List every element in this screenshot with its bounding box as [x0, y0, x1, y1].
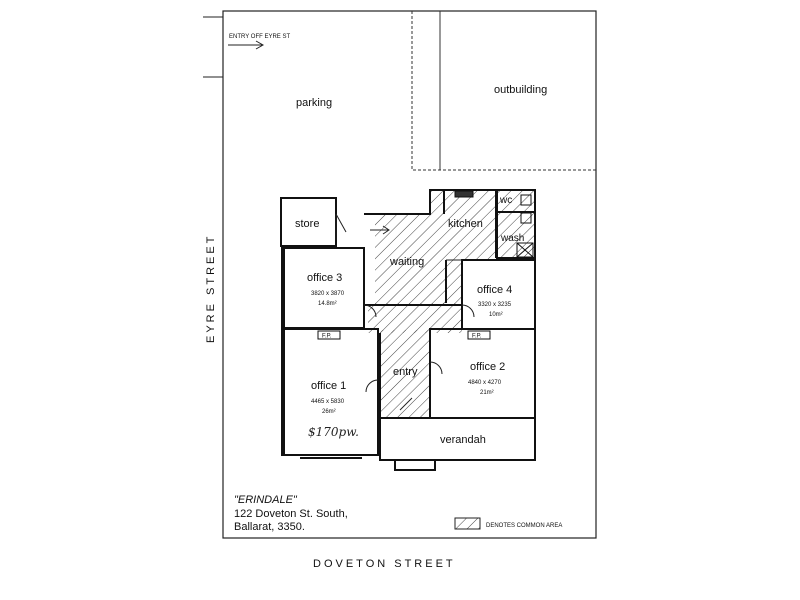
office2-area: 21m² — [480, 390, 494, 396]
office1-name: office 1 — [311, 380, 346, 392]
street-side-label: EYRE STREET — [205, 234, 217, 343]
legend-text: DENOTES COMMON AREA — [486, 523, 562, 529]
area-entry: entry — [393, 366, 418, 378]
waiting-arrowhead-icon — [382, 225, 390, 235]
office3-name: office 3 — [307, 272, 342, 284]
legend-swatch — [454, 517, 481, 530]
office1-dims: 4465 x 5830 — [311, 399, 345, 405]
door-swings — [335, 213, 475, 411]
office2-dims: 4840 x 4270 — [468, 380, 502, 386]
entry-arrowhead-icon — [255, 40, 265, 50]
entry-note: ENTRY OFF EYRE ST — [229, 34, 290, 40]
address-line2: Ballarat, 3350. — [234, 521, 305, 533]
office4-name: office 4 — [477, 284, 512, 296]
area-store: store — [295, 218, 319, 230]
area-verandah: verandah — [440, 434, 486, 446]
property-name: "ERINDALE" — [234, 494, 298, 506]
fireplace-office2 — [467, 330, 491, 340]
office1-area: 26m² — [322, 409, 336, 415]
fireplace-office1 — [317, 330, 341, 340]
area-waiting: waiting — [389, 256, 424, 268]
area-outbuilding: outbuilding — [494, 84, 547, 96]
area-wash: wash — [500, 233, 524, 244]
fireplace-label-office1: F.P. — [322, 334, 332, 340]
address-line1: 122 Doveton St. South, — [234, 508, 348, 520]
area-wc: wc — [499, 195, 512, 206]
common-areas — [364, 190, 535, 417]
outbuilding-outline — [411, 11, 596, 171]
handwritten-price: $170pw. — [308, 425, 359, 439]
site-boundary — [222, 10, 597, 539]
area-parking: parking — [296, 97, 332, 109]
office3-area: 14.8m² — [318, 301, 337, 307]
office4-area: 10m² — [489, 312, 503, 318]
walls — [280, 189, 536, 471]
fixtures — [454, 190, 534, 258]
office2-name: office 2 — [470, 361, 505, 373]
street-bottom-label: DOVETON STREET — [313, 558, 456, 570]
office3-dims: 3820 x 3870 — [311, 291, 345, 297]
office4-dims: 3320 x 3235 — [478, 302, 512, 308]
fireplace-label-office2: F.P. — [472, 334, 482, 340]
area-kitchen: kitchen — [448, 218, 483, 230]
